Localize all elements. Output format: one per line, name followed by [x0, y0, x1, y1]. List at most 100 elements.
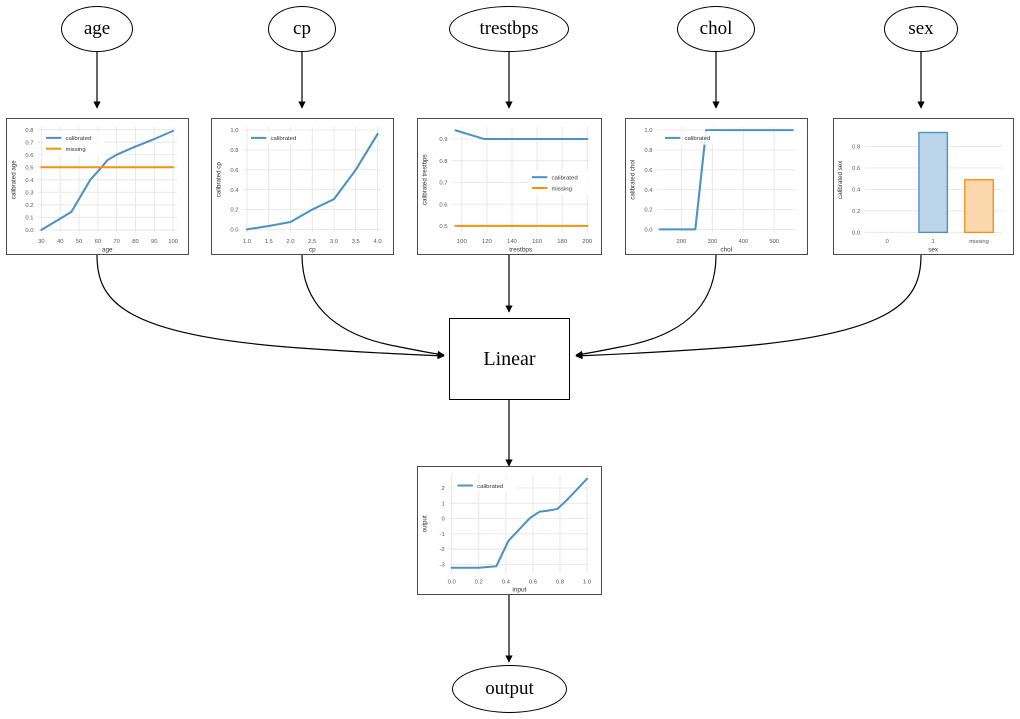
- svg-text:calibrated chol: calibrated chol: [629, 160, 636, 200]
- svg-text:3.5: 3.5: [352, 239, 360, 245]
- svg-text:0.2: 0.2: [852, 209, 860, 215]
- node-trestbps-label: trestbps: [479, 18, 539, 39]
- svg-text:calibrated trestbps: calibrated trestbps: [421, 154, 428, 205]
- node-chol[interactable]: chol: [677, 6, 755, 52]
- svg-text:1: 1: [441, 501, 444, 507]
- node-cp-label: cp: [293, 18, 311, 39]
- svg-text:0.6: 0.6: [230, 168, 238, 174]
- svg-text:120: 120: [482, 239, 492, 245]
- svg-text:0.6: 0.6: [25, 153, 33, 159]
- svg-text:0.4: 0.4: [25, 178, 34, 184]
- svg-text:0.4: 0.4: [502, 580, 511, 586]
- svg-text:input: input: [512, 587, 526, 594]
- svg-text:200: 200: [582, 239, 592, 245]
- svg-text:0: 0: [441, 517, 444, 523]
- node-trestbps[interactable]: trestbps: [449, 6, 569, 52]
- svg-text:40: 40: [57, 239, 64, 245]
- svg-text:missing: missing: [552, 186, 572, 192]
- svg-text:calibrated: calibrated: [270, 136, 296, 142]
- svg-text:1.0: 1.0: [243, 239, 251, 245]
- svg-text:160: 160: [532, 239, 542, 245]
- svg-text:140: 140: [507, 239, 517, 245]
- svg-text:0.7: 0.7: [439, 181, 447, 187]
- svg-text:1: 1: [932, 239, 935, 245]
- svg-text:0.6: 0.6: [529, 580, 537, 586]
- svg-text:calibrated: calibrated: [684, 136, 710, 142]
- svg-text:90: 90: [151, 239, 158, 245]
- svg-text:-3: -3: [439, 563, 444, 569]
- edge-cp-plot-to-linear: [301, 254, 445, 358]
- node-cp[interactable]: cp: [268, 6, 336, 52]
- svg-text:1.0: 1.0: [644, 128, 652, 134]
- svg-text:2.5: 2.5: [308, 239, 316, 245]
- svg-text:cp: cp: [309, 246, 316, 253]
- svg-text:0.4: 0.4: [644, 188, 653, 194]
- svg-text:missing: missing: [65, 147, 85, 153]
- node-output[interactable]: output: [452, 665, 567, 713]
- svg-text:80: 80: [132, 239, 139, 245]
- svg-text:-1: -1: [439, 532, 444, 538]
- svg-text:0.3: 0.3: [25, 191, 33, 197]
- svg-text:0.0: 0.0: [852, 231, 860, 237]
- node-linear-label: Linear: [483, 347, 536, 370]
- svg-text:calibrated: calibrated: [477, 484, 503, 490]
- svg-text:0.8: 0.8: [644, 148, 652, 154]
- svg-text:0.8: 0.8: [230, 148, 238, 154]
- svg-text:0.2: 0.2: [25, 203, 33, 209]
- svg-text:chol: chol: [720, 246, 732, 253]
- svg-text:age: age: [102, 246, 113, 253]
- node-output-label: output: [485, 678, 534, 699]
- svg-text:1.0: 1.0: [230, 128, 238, 134]
- svg-text:0.1: 0.1: [25, 216, 33, 222]
- svg-text:60: 60: [95, 239, 102, 245]
- svg-text:180: 180: [557, 239, 567, 245]
- svg-text:calibrated: calibrated: [65, 136, 91, 142]
- svg-text:4.0: 4.0: [373, 239, 381, 245]
- svg-text:calibrated cp: calibrated cp: [215, 162, 222, 198]
- svg-text:50: 50: [76, 239, 83, 245]
- svg-text:calibrated sex: calibrated sex: [837, 160, 844, 199]
- svg-text:0.4: 0.4: [230, 188, 239, 194]
- svg-text:0.0: 0.0: [25, 228, 33, 234]
- svg-text:0.9: 0.9: [439, 137, 447, 143]
- node-age-label: age: [83, 18, 111, 39]
- svg-text:0.0: 0.0: [644, 228, 652, 234]
- svg-text:3.0: 3.0: [330, 239, 338, 245]
- node-linear[interactable]: Linear: [449, 318, 570, 400]
- svg-text:sex: sex: [928, 246, 939, 253]
- svg-text:1.0: 1.0: [583, 580, 591, 586]
- svg-text:30: 30: [38, 239, 45, 245]
- svg-text:calibrated age: calibrated age: [10, 160, 17, 199]
- edge-sex-plot-to-linear: [575, 254, 922, 360]
- svg-text:0.8: 0.8: [25, 128, 33, 134]
- svg-text:2.0: 2.0: [286, 239, 294, 245]
- svg-text:100: 100: [457, 239, 467, 245]
- svg-text:0.4: 0.4: [852, 188, 861, 194]
- svg-text:300: 300: [707, 239, 717, 245]
- svg-text:-2: -2: [439, 547, 444, 553]
- svg-text:0.8: 0.8: [556, 580, 564, 586]
- svg-text:0: 0: [886, 239, 889, 245]
- edge-chol-plot-to-linear: [575, 254, 717, 358]
- svg-text:200: 200: [677, 239, 687, 245]
- svg-text:trestbps: trestbps: [509, 246, 532, 253]
- svg-text:0.0: 0.0: [448, 580, 456, 586]
- svg-text:0.2: 0.2: [230, 208, 238, 214]
- svg-text:0.6: 0.6: [644, 168, 652, 174]
- svg-text:2: 2: [441, 486, 444, 492]
- node-sex[interactable]: sex: [884, 6, 958, 52]
- svg-text:100: 100: [168, 239, 178, 245]
- svg-text:0.6: 0.6: [439, 202, 447, 208]
- node-age[interactable]: age: [61, 6, 133, 52]
